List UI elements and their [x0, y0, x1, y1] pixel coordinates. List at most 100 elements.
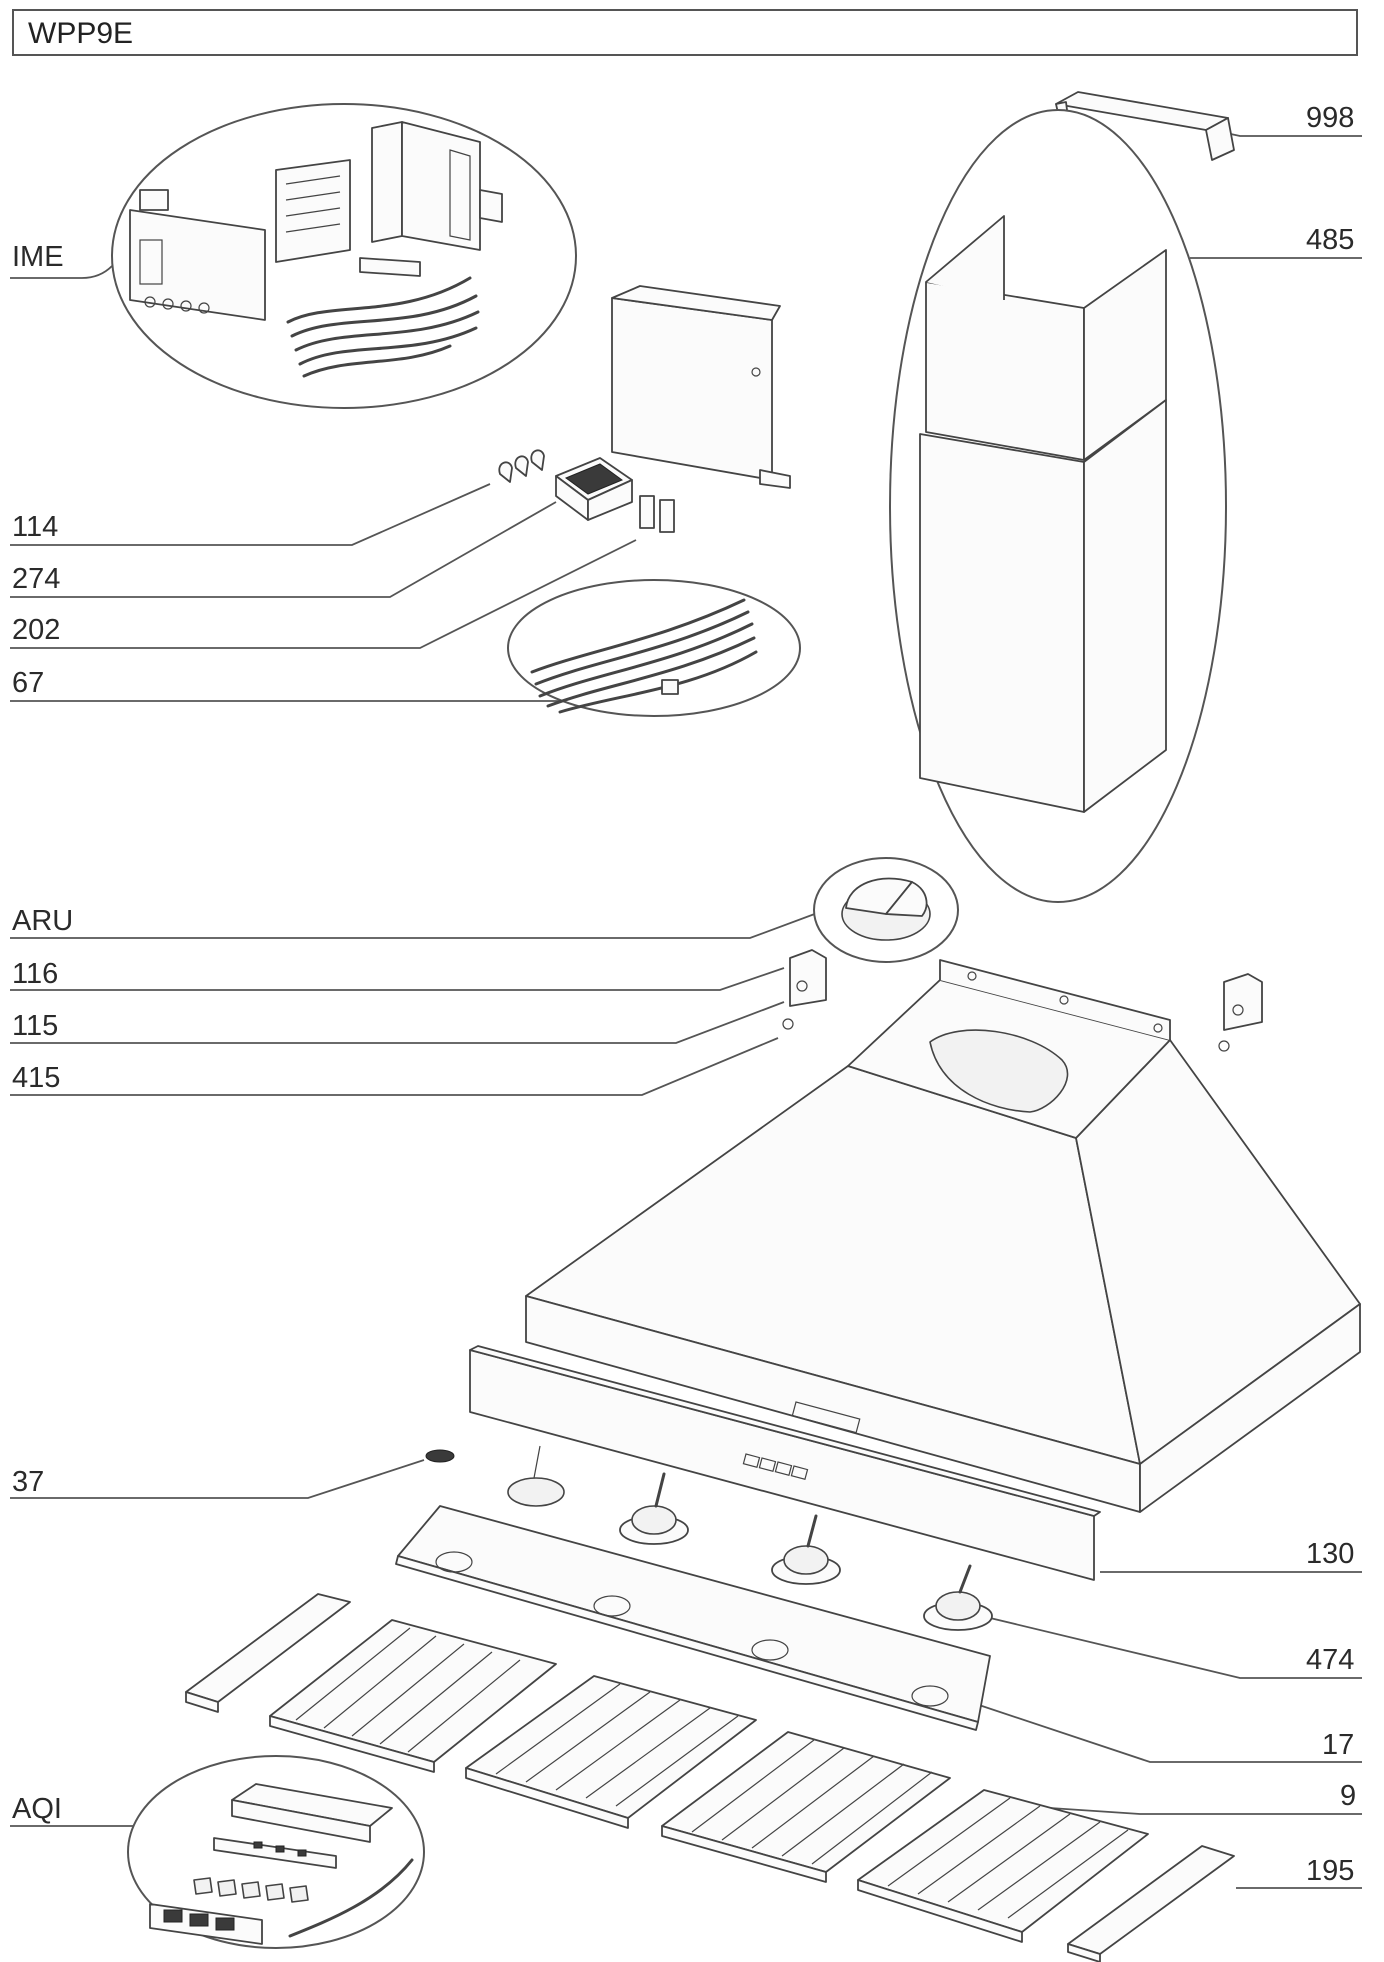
- callout-130: 130: [1100, 1538, 1362, 1573]
- light-3-wire: [806, 1514, 818, 1548]
- leader-115: [10, 1001, 785, 1044]
- clip-1: [498, 461, 513, 483]
- washer-right: [1218, 1040, 1230, 1052]
- electronics-kit-IME: [111, 103, 577, 409]
- grease-filter-3: [661, 1731, 951, 1883]
- housing-inner: [449, 149, 471, 241]
- grease-filter-2: [465, 1675, 757, 1829]
- cover-plate-face: [611, 297, 773, 481]
- aqi-knob-4: [265, 1883, 285, 1901]
- clip-2: [514, 455, 529, 477]
- cover-screw: [751, 367, 761, 377]
- valve-flap-2: [885, 881, 928, 917]
- filter-1-edge: [269, 1715, 435, 1773]
- end-cover-195: [1067, 1845, 1235, 1962]
- callout-9: 9: [1049, 1780, 1362, 1815]
- label-115: 115: [12, 1010, 58, 1042]
- ime-wire-3: [294, 310, 480, 352]
- circuit-traces: [285, 175, 341, 233]
- frame-hole-2: [593, 1595, 631, 1617]
- chimney-upper-back: [925, 215, 1005, 300]
- hood-back-flange: [939, 959, 1171, 1040]
- grease-filter-1: [269, 1619, 557, 1773]
- callout-IME: IME: [10, 241, 113, 279]
- leader-202: [10, 539, 637, 649]
- wire-harness-67: [507, 579, 801, 717]
- label-37: 37: [12, 1466, 44, 1498]
- aqi-switch-3: [215, 1917, 235, 1931]
- hood-duct-opening: [929, 1029, 1069, 1113]
- end-cover-right-edge: [1067, 1943, 1101, 1962]
- board-chip: [139, 239, 163, 285]
- valve-ARU: [813, 857, 959, 963]
- hood-keyhole-1: [967, 971, 977, 981]
- cover-plate-top: [611, 285, 781, 321]
- aqi-switch-2: [189, 1913, 209, 1927]
- ime-wire-5: [302, 344, 452, 378]
- hood-side-skirt: [1139, 1303, 1361, 1513]
- callout-415: 415: [10, 1037, 779, 1096]
- label-195: 195: [1306, 1855, 1354, 1887]
- board-tab: [139, 189, 169, 211]
- ime-wire-2: [290, 294, 478, 338]
- chimney-485: [889, 109, 1227, 903]
- chimney-lower-side: [1083, 399, 1167, 813]
- leader-116: [10, 967, 785, 991]
- cover-plate: [611, 285, 791, 489]
- label-202: 202: [12, 614, 60, 646]
- aqi-knob-5: [289, 1885, 309, 1903]
- housing-back: [401, 121, 481, 251]
- control-kit-AQI: [127, 1755, 425, 1949]
- board-knob-1: [144, 296, 156, 308]
- grease-filter-4: [857, 1789, 1149, 1943]
- label-474: 474: [1306, 1644, 1354, 1676]
- leader-274: [10, 501, 557, 598]
- mount-right-hole: [1232, 1004, 1244, 1016]
- light-1-wire: [533, 1445, 541, 1479]
- mount-left-body: [789, 949, 827, 1007]
- junction-box-recess: [564, 463, 624, 495]
- label-ARU: ARU: [12, 905, 73, 937]
- mount-bracket-right: [1218, 973, 1263, 1052]
- panel-button-2: [758, 1457, 777, 1473]
- filter-2-slats: [495, 1683, 739, 1807]
- connector-1: [639, 495, 655, 529]
- leader-17: [975, 1703, 1362, 1763]
- ime-wire-4: [298, 326, 478, 366]
- aqi-switch-1: [163, 1909, 183, 1923]
- front-panel-130: [469, 1345, 1101, 1581]
- board-knob-4: [198, 302, 210, 314]
- harness-wire-1: [530, 598, 746, 674]
- leader-474: [989, 1617, 1362, 1679]
- aqi-led-2: [275, 1845, 285, 1853]
- aqi-cable: [288, 1858, 414, 1938]
- harness-wire-4: [546, 636, 756, 708]
- label-274: 274: [12, 563, 60, 595]
- hood-keyhole-2: [1059, 995, 1069, 1005]
- filter-4-slats: [887, 1797, 1129, 1919]
- label-67: 67: [12, 667, 44, 699]
- front-panel-top: [469, 1345, 1101, 1517]
- board-knob-2: [162, 298, 174, 310]
- panel-button-3: [774, 1461, 793, 1477]
- filter-3-edge: [661, 1825, 827, 1883]
- aqi-knob-3: [241, 1881, 261, 1899]
- label-114: 114: [12, 511, 58, 543]
- leader-9: [1049, 1807, 1362, 1815]
- housing-clip: [479, 189, 503, 223]
- chimney-lower-front: [919, 433, 1085, 813]
- harness-wire-3: [538, 622, 754, 698]
- leader-114: [10, 483, 491, 546]
- aqi-knob-2: [217, 1879, 237, 1897]
- leader-415: [10, 1037, 779, 1096]
- clip-3: [530, 449, 545, 471]
- callout-998: 998: [1211, 102, 1362, 137]
- filter-4-edge: [857, 1879, 1023, 1943]
- housing-side: [371, 121, 403, 243]
- end-cover-left-edge: [185, 1691, 219, 1713]
- mount-bracket-left: [782, 949, 827, 1030]
- frame-lip: [395, 1555, 979, 1731]
- callout-474: 474: [989, 1617, 1362, 1679]
- board-knob-3: [180, 300, 192, 312]
